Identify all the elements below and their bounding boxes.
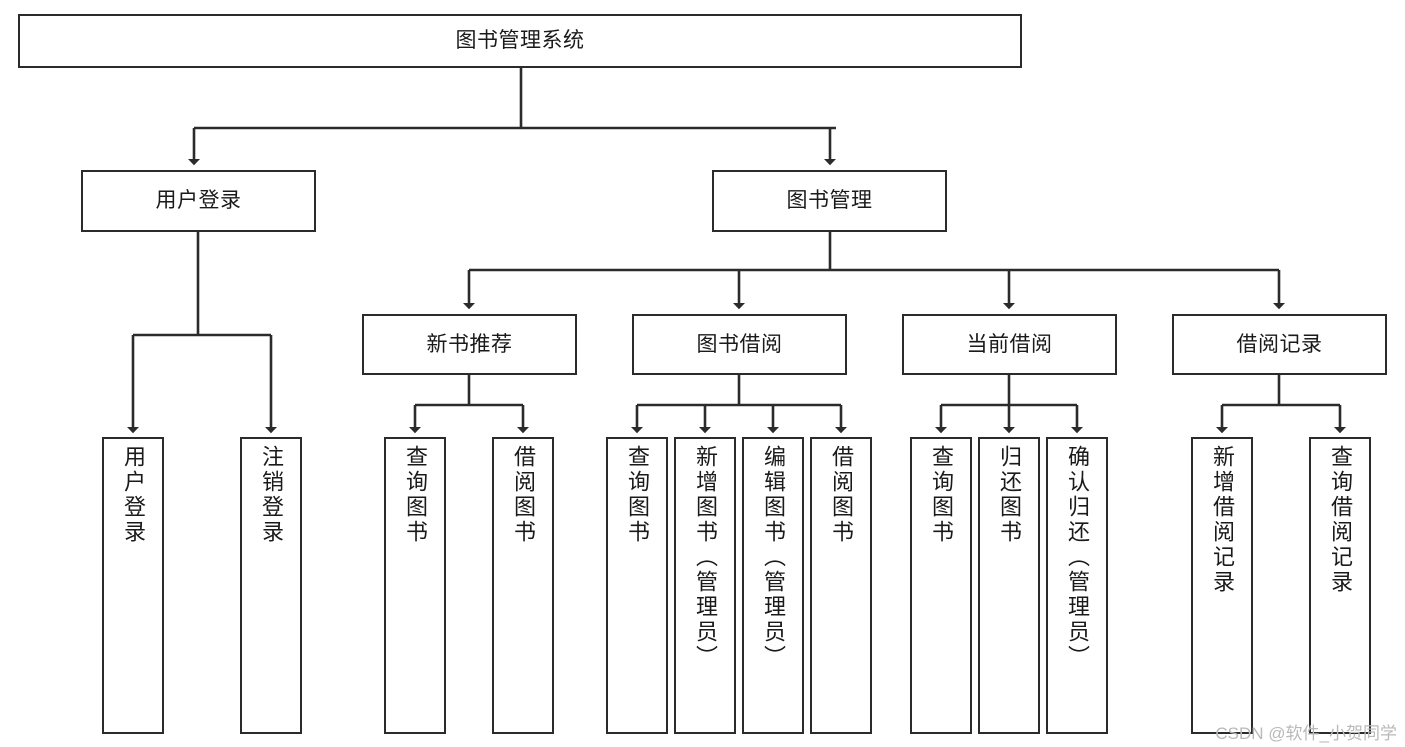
- node-leaf-confirm-return[interactable]: 确认归还（管理员）: [1046, 437, 1108, 734]
- node-leaf-edit-book[interactable]: 编辑图书（管理员）: [742, 437, 804, 734]
- node-leaf-borrow-book-2[interactable]: 借阅图书: [810, 437, 872, 734]
- node-leaf-add-record[interactable]: 新增借阅记录: [1191, 437, 1253, 734]
- node-root[interactable]: 图书管理系统: [18, 14, 1022, 68]
- node-current-borrow[interactable]: 当前借阅: [902, 314, 1117, 375]
- node-book-borrow[interactable]: 图书借阅: [632, 314, 847, 375]
- node-user-login[interactable]: 用户登录: [81, 170, 316, 232]
- node-root-label: 图书管理系统: [455, 29, 585, 53]
- node-user-login-label: 用户登录: [155, 189, 242, 213]
- node-leaf-add-record-label: 新增借阅记录: [1210, 445, 1235, 595]
- node-leaf-query-book-3-label: 查询图书: [929, 445, 954, 545]
- node-borrow-record-label: 借阅记录: [1236, 332, 1323, 356]
- node-book-borrow-label: 图书借阅: [696, 332, 783, 356]
- node-current-borrow-label: 当前借阅: [966, 332, 1053, 356]
- node-leaf-user-login-label: 用户登录: [121, 445, 146, 545]
- node-leaf-borrow-book-2-label: 借阅图书: [829, 445, 854, 545]
- node-leaf-query-book-1[interactable]: 查询图书: [384, 437, 446, 734]
- node-new-book-recommend-label: 新书推荐: [426, 332, 513, 356]
- node-leaf-logout-login[interactable]: 注销登录: [240, 437, 302, 734]
- watermark-text: CSDN @软件_小贺同学: [1215, 724, 1397, 743]
- node-leaf-return-book[interactable]: 归还图书: [978, 437, 1040, 734]
- node-leaf-query-book-3[interactable]: 查询图书: [910, 437, 972, 734]
- node-leaf-add-book-label: 新增图书（管理员）: [693, 445, 718, 670]
- node-leaf-query-book-2-label: 查询图书: [625, 445, 650, 545]
- node-leaf-logout-login-label: 注销登录: [259, 445, 284, 545]
- node-book-manage[interactable]: 图书管理: [712, 170, 947, 232]
- node-borrow-record[interactable]: 借阅记录: [1172, 314, 1387, 375]
- node-leaf-add-book[interactable]: 新增图书（管理员）: [674, 437, 736, 734]
- node-leaf-query-book-2[interactable]: 查询图书: [606, 437, 668, 734]
- node-leaf-return-book-label: 归还图书: [997, 445, 1022, 545]
- node-leaf-confirm-return-label: 确认归还（管理员）: [1065, 445, 1090, 670]
- node-leaf-borrow-book-1-label: 借阅图书: [511, 445, 536, 545]
- node-new-book-recommend[interactable]: 新书推荐: [362, 314, 577, 375]
- node-leaf-query-record-label: 查询借阅记录: [1328, 445, 1353, 595]
- node-leaf-user-login[interactable]: 用户登录: [102, 437, 164, 734]
- node-leaf-borrow-book-1[interactable]: 借阅图书: [492, 437, 554, 734]
- node-leaf-query-book-1-label: 查询图书: [403, 445, 428, 545]
- node-leaf-edit-book-label: 编辑图书（管理员）: [761, 445, 786, 670]
- node-book-manage-label: 图书管理: [786, 189, 873, 213]
- node-leaf-query-record[interactable]: 查询借阅记录: [1309, 437, 1371, 734]
